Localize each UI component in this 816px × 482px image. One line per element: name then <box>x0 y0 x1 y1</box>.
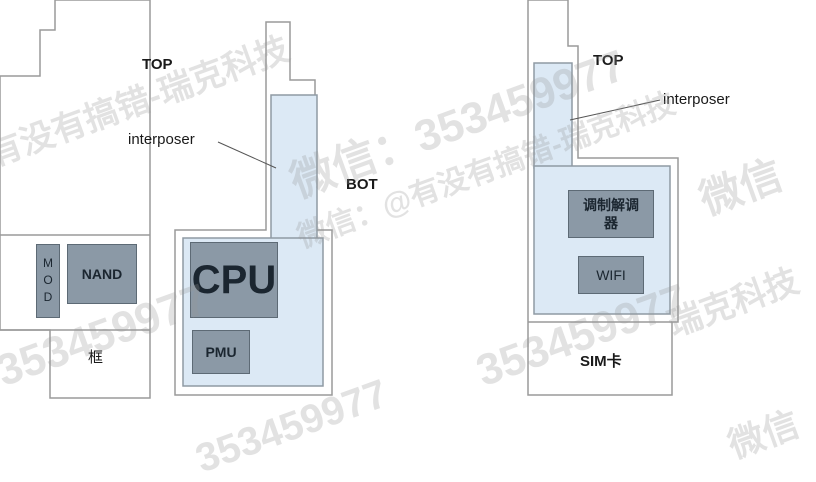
nand-chip: NAND <box>67 244 137 304</box>
modem-chip: 调制解调器 <box>568 190 654 238</box>
mod-chip: MOD <box>36 244 60 318</box>
interposer-callout-right <box>569 99 661 121</box>
pmu-chip-label: PMU <box>205 344 237 360</box>
frame-label: 框 <box>88 349 104 366</box>
top-label-left: TOP <box>142 56 173 73</box>
interposer-label-left: interposer <box>128 131 195 148</box>
wifi-chip-label: WIFI <box>596 267 626 283</box>
left-board-outline <box>0 0 151 399</box>
right-interposer <box>533 62 573 169</box>
middle-interposer <box>270 94 318 241</box>
cpu-chip: CPU <box>190 242 278 318</box>
sim-card-label: SIM卡 <box>580 353 622 370</box>
modem-chip-label: 调制解调器 <box>583 197 639 231</box>
top-label-right: TOP <box>593 52 624 69</box>
interposer-label-right: interposer <box>663 91 730 108</box>
wifi-chip: WIFI <box>578 256 644 294</box>
mod-chip-label: MOD <box>41 255 55 307</box>
pmu-chip: PMU <box>192 330 250 374</box>
board-outlines <box>0 0 679 399</box>
nand-chip-label: NAND <box>81 266 123 282</box>
interposer-callout-left <box>217 141 277 169</box>
bot-label: BOT <box>346 176 378 193</box>
cpu-chip-label: CPU <box>191 257 277 302</box>
